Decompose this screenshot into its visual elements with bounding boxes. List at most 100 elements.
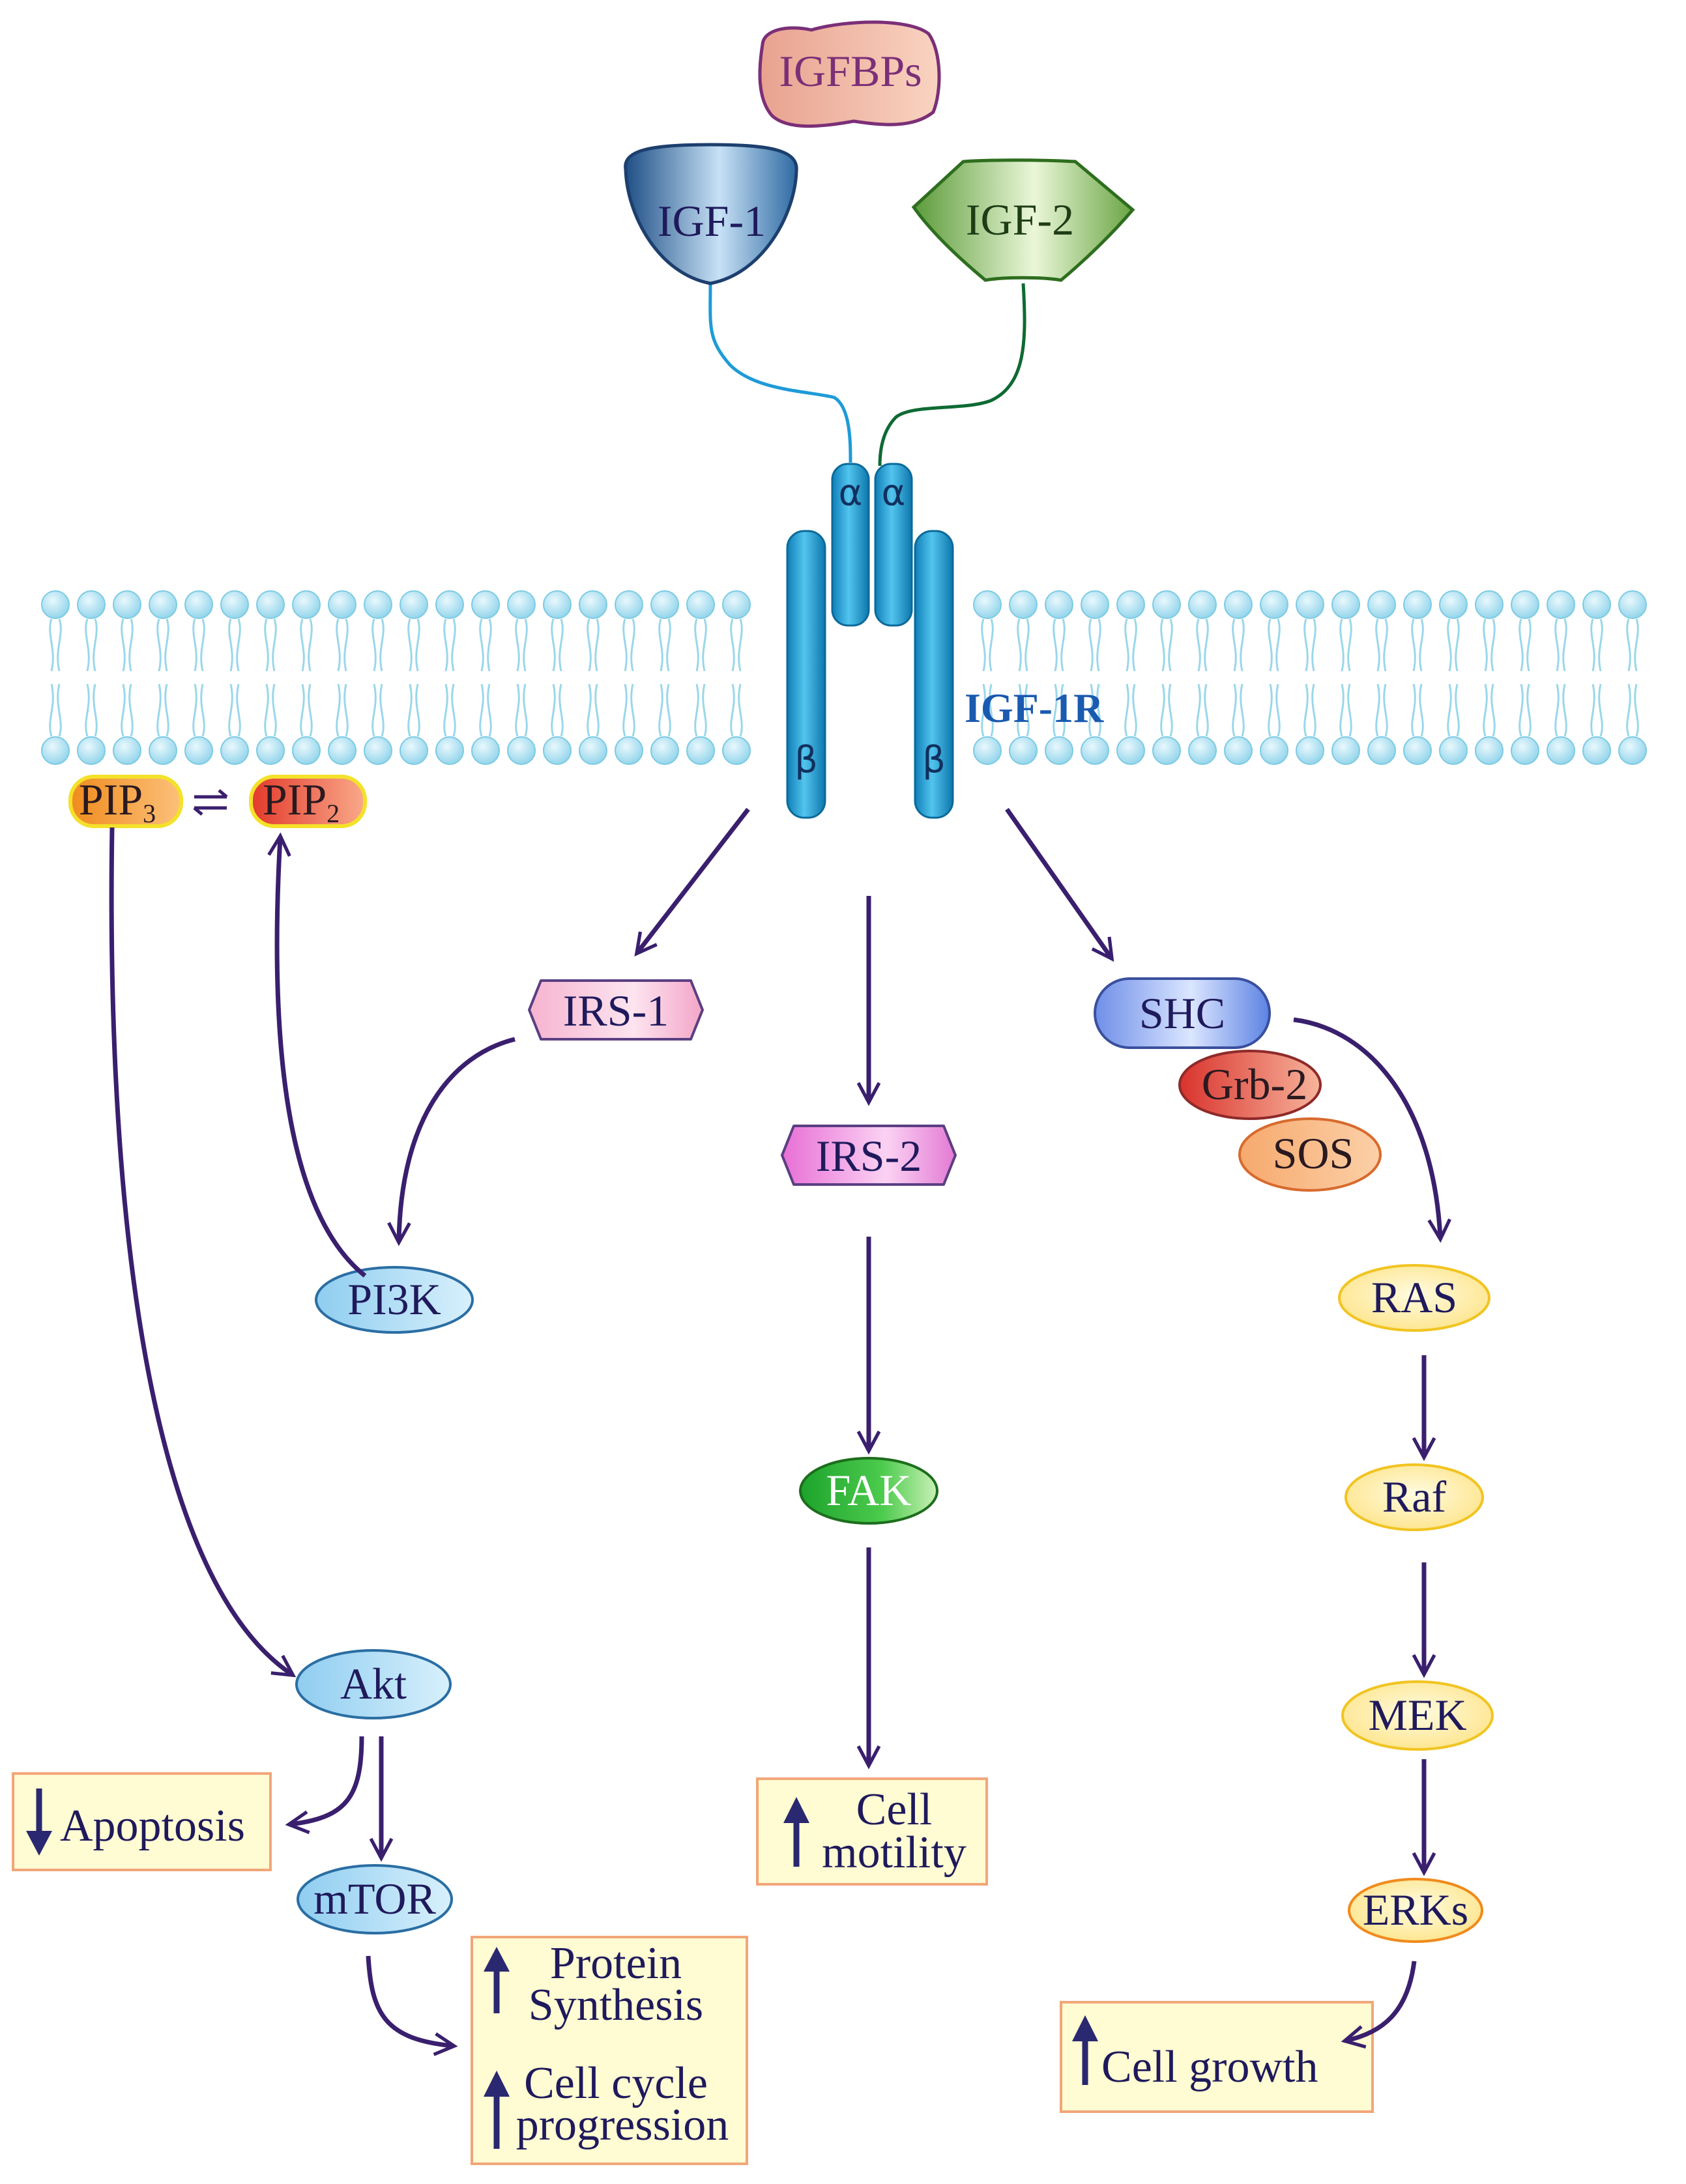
- up-arrowhead-icon: [1072, 2015, 1098, 2041]
- lipid-head: [507, 590, 536, 619]
- pip3-node: PIP3: [68, 775, 183, 828]
- arrow-akt-to-apoptosis: [285, 1736, 364, 1835]
- lipid-tails: [658, 618, 671, 737]
- lipid-head: [1045, 590, 1073, 619]
- lipid-head: [1331, 736, 1360, 765]
- lipid-head: [1009, 736, 1038, 765]
- irs2-node: IRS-2: [781, 1125, 957, 1186]
- receptor-beta-right: [914, 530, 954, 819]
- lipid-head: [1403, 590, 1432, 619]
- lipid-head: [686, 590, 715, 619]
- lipid-tails: [49, 618, 62, 737]
- grb2-label: Grb-2: [1202, 1059, 1307, 1109]
- lipid-head: [1116, 736, 1145, 765]
- pip2-node: PIP2: [249, 775, 367, 828]
- lipid-head: [1296, 736, 1324, 765]
- pip2-subscript: 2: [327, 799, 340, 828]
- lipid-head: [543, 590, 572, 619]
- lipid-head: [1403, 736, 1432, 765]
- lipid-head: [1475, 736, 1504, 765]
- lipid-tails: [551, 618, 564, 737]
- cell-cycle-line1: Cell cycle: [524, 2058, 708, 2108]
- lipid-tails: [156, 618, 169, 737]
- lipid-head: [1547, 590, 1575, 619]
- lipid-tails: [407, 618, 420, 737]
- igf1-tether: [708, 283, 852, 463]
- lipid-head: [615, 590, 643, 619]
- lipid-head: [579, 590, 607, 619]
- lipid-head: [615, 736, 643, 765]
- lipid-tails: [479, 618, 492, 737]
- lipid-head: [149, 736, 177, 765]
- lipid-tails: [1124, 618, 1137, 737]
- pip3-label: PIP: [79, 775, 143, 824]
- lipid-tails: [192, 618, 205, 737]
- lipid-tails: [587, 618, 600, 737]
- erks-label: ERKs: [1363, 1885, 1468, 1934]
- lipid-head: [220, 590, 249, 619]
- lipid-head: [1009, 590, 1038, 619]
- lipid-head: [1152, 736, 1181, 765]
- pi3k-label: PI3K: [347, 1274, 441, 1324]
- lipid-tails: [1053, 618, 1066, 737]
- lipid-head: [1511, 736, 1539, 765]
- mtor-outcomes-box: Protein Synthesis Cell cycle progression: [471, 1936, 748, 2165]
- lipid-head: [77, 590, 106, 619]
- cell-growth-label: Cell growth: [1101, 2042, 1318, 2092]
- lipid-head: [650, 736, 679, 765]
- arrow-receptor-to-shc: [1005, 807, 1114, 962]
- igf1-ligand: IGF-1: [624, 143, 798, 285]
- pip2-label: PIP: [263, 775, 327, 824]
- receptor-beta-left: [786, 530, 826, 819]
- lipid-head: [113, 590, 141, 619]
- cell-cycle-line2: progression: [516, 2100, 729, 2150]
- lipid-tails: [85, 618, 98, 737]
- lipid-head: [471, 736, 500, 765]
- lipid-head: [722, 590, 751, 619]
- lipid-tails: [622, 618, 635, 737]
- receptor-alpha-right: [874, 463, 913, 627]
- arrow-pip3-to-akt: [109, 827, 297, 1678]
- igf1r-receptor: α α β β: [786, 463, 954, 819]
- lipid-head: [973, 590, 1002, 619]
- lipid-tails: [1626, 618, 1639, 737]
- irs1-node: IRS-1: [528, 979, 704, 1041]
- lipid-tails: [300, 618, 313, 737]
- lipid-tails: [228, 618, 241, 737]
- igf2-ligand: IGF-2: [911, 158, 1135, 282]
- fak-node: FAK: [799, 1457, 938, 1525]
- pi3k-node: PI3K: [315, 1266, 474, 1334]
- lipid-head: [1439, 590, 1468, 619]
- lipid-head: [1081, 590, 1109, 619]
- shc-complex: SOS Grb-2 SHC: [1094, 977, 1382, 1192]
- lipid-head: [400, 590, 428, 619]
- igf2-label: IGF-2: [966, 195, 1074, 244]
- lipid-head: [1618, 590, 1647, 619]
- lipid-tails: [1303, 618, 1316, 737]
- lipid-head: [579, 736, 607, 765]
- mek-label: MEK: [1368, 1690, 1466, 1740]
- lipid-tails: [1088, 618, 1101, 737]
- arrow-receptor-to-irs1: [634, 807, 750, 956]
- lipid-head: [686, 736, 715, 765]
- lipid-tails: [1339, 618, 1352, 737]
- arrow-pi3k-to-pip2: [267, 832, 367, 1278]
- pip-equilibrium-arrows: [193, 789, 228, 816]
- lipid-head: [400, 736, 428, 765]
- svg-text:PIP2: PIP2: [263, 775, 340, 828]
- shc-label: SHC: [1139, 988, 1225, 1038]
- lipid-tails: [371, 618, 385, 737]
- irs1-label: IRS-1: [563, 986, 669, 1035]
- igf2-tether: [878, 283, 1026, 467]
- mtor-node: mTOR: [297, 1864, 453, 1934]
- lipid-head: [435, 736, 464, 765]
- lipid-tails: [1554, 618, 1567, 737]
- beta-right-label: β: [922, 739, 946, 781]
- lipid-head: [41, 736, 70, 765]
- cell-membrane: [41, 590, 1647, 765]
- lipid-head: [650, 590, 679, 619]
- lipid-head: [256, 736, 285, 765]
- lipid-head: [184, 590, 213, 619]
- lipid-tails: [1590, 618, 1603, 737]
- apoptosis-box: Apoptosis: [12, 1772, 272, 1871]
